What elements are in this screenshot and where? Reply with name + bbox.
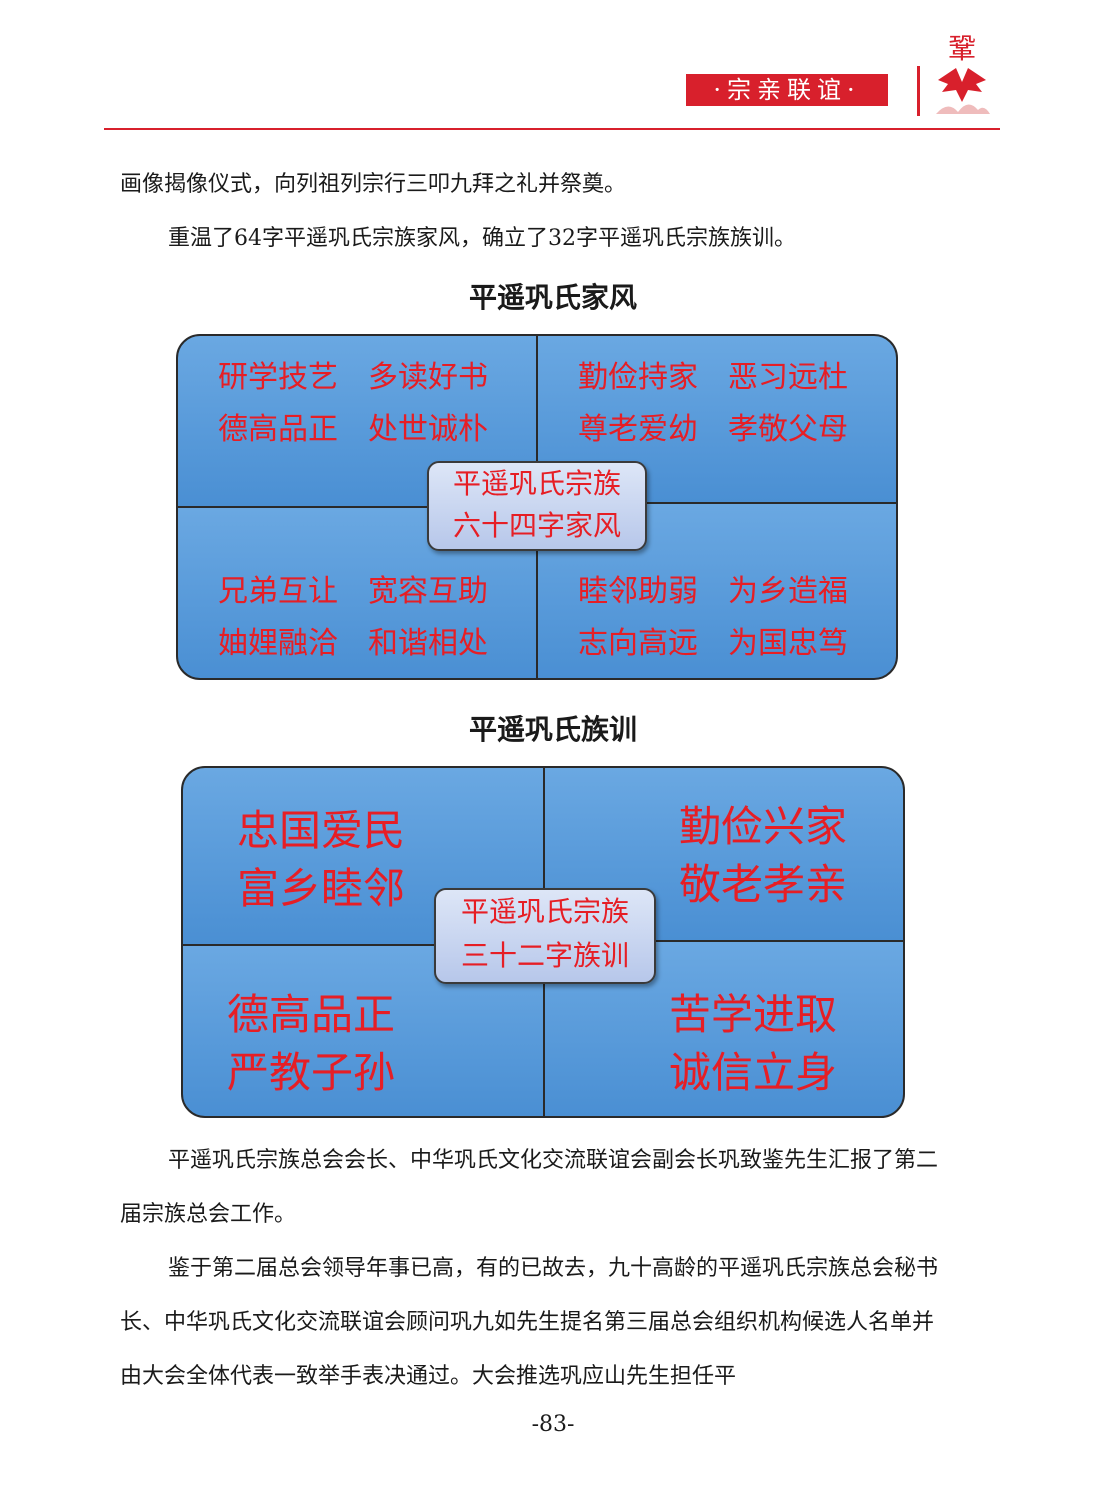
- page-number: -83-: [531, 1412, 575, 1437]
- paragraph-1: 画像揭像仪式，向列祖列宗行三叩九拜之礼并祭奠。: [120, 172, 627, 197]
- jiafeng-bl-line-1: 兄弟互让 宽容互助: [218, 574, 488, 609]
- zuxun-center-badge: 平遥巩氏宗族 三十二字族训: [434, 888, 656, 984]
- zuxun-diagram: 忠国爱民 富乡睦邻 勤俭兴家 敬老孝亲 德高品正 严教子孙 苦学进取 诚信立身 …: [181, 766, 905, 1118]
- zuxun-tr-line-2: 敬老孝亲: [679, 860, 848, 909]
- section-tag: ·宗亲联谊·: [686, 74, 888, 106]
- paragraph-2: 重温了64字平遥巩氏宗族家风，确立了32字平遥巩氏宗族族训。: [168, 226, 796, 251]
- jiafeng-tl-line-2: 德高品正 处世诚朴: [218, 412, 488, 447]
- zuxun-br-line-1: 苦学进取: [669, 990, 838, 1039]
- header-rule: [104, 128, 1000, 130]
- zuxun-tl-line-1: 忠国爱民: [237, 806, 406, 855]
- jiafeng-quadrant-top-right: 勤俭持家 恶习远杜 尊老爱幼 孝敬父母: [536, 334, 898, 504]
- zuxun-title: 平遥巩氏族训: [468, 713, 637, 746]
- jiafeng-title: 平遥巩氏家风: [468, 281, 637, 314]
- zuxun-tl-line-2: 富乡睦邻: [237, 864, 406, 913]
- clan-logo: 鞏: [932, 28, 992, 124]
- zuxun-center-line-1: 平遥巩氏宗族: [460, 895, 629, 928]
- svg-text:鞏: 鞏: [948, 32, 976, 65]
- jiafeng-tl-line-1: 研学技艺 多读好书: [218, 360, 488, 395]
- paragraph-3: 平遥巩氏宗族总会会长、中华巩氏文化交流联谊会副会长巩致鉴先生汇报了第二届宗族总会…: [120, 1148, 939, 1227]
- jiafeng-br-line-1: 睦邻助弱 为乡造福: [578, 574, 848, 609]
- zuxun-bl-line-1: 德高品正: [227, 990, 396, 1039]
- jiafeng-bl-line-2: 妯娌融洽 和谐相处: [218, 626, 488, 661]
- jiafeng-center-line-2: 六十四字家风: [452, 509, 621, 542]
- jiafeng-center-badge: 平遥巩氏宗族 六十四字家风: [427, 461, 647, 551]
- zuxun-tr-line-1: 勤俭兴家: [679, 802, 848, 851]
- jiafeng-quadrant-top-left: 研学技艺 多读好书 德高品正 处世诚朴: [176, 334, 538, 508]
- jiafeng-br-line-2: 志向高远 为国忠笃: [578, 626, 848, 661]
- zuxun-br-line-2: 诚信立身: [669, 1048, 838, 1097]
- header-divider: [917, 66, 920, 116]
- zuxun-bl-line-2: 严教子孙: [227, 1048, 396, 1097]
- paragraph-4: 鉴于第二届总会领导年事已高，有的已故去，九十高龄的平遥巩氏宗族总会秘书长、中华巩…: [120, 1256, 939, 1389]
- jiafeng-diagram: 研学技艺 多读好书 德高品正 处世诚朴 勤俭持家 恶习远杜 尊老爱幼 孝敬父母 …: [176, 334, 898, 680]
- zuxun-center-line-2: 三十二字族训: [460, 939, 629, 972]
- jiafeng-tr-line-2: 尊老爱幼 孝敬父母: [578, 412, 848, 447]
- jiafeng-center-line-1: 平遥巩氏宗族: [452, 467, 621, 500]
- jiafeng-tr-line-1: 勤俭持家 恶习远杜: [578, 360, 848, 395]
- eagle-logo-icon: 鞏: [936, 32, 990, 114]
